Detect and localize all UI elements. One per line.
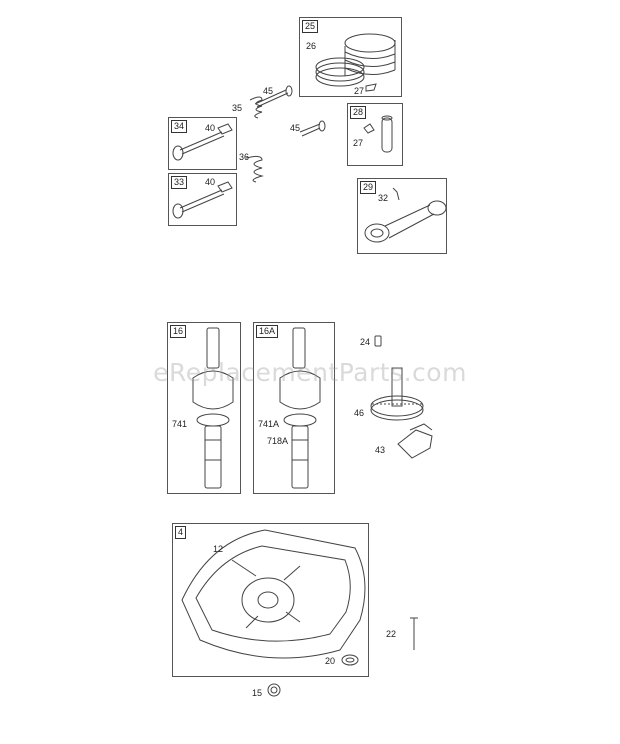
- valve-spring-36: [245, 155, 264, 183]
- piston-pin-drawing: [363, 115, 393, 153]
- group-box-25: 25: [299, 17, 402, 97]
- pin-24-drawing: [374, 335, 382, 347]
- seal-20-drawing: [341, 654, 359, 666]
- crankshaft-16-drawing: [192, 327, 234, 489]
- group-tag-4: 4: [175, 526, 187, 539]
- governor-arm-drawing: [397, 423, 433, 459]
- callout-40-a: 40: [205, 123, 216, 133]
- callout-46: 46: [354, 408, 365, 418]
- callout-15: 15: [252, 688, 263, 698]
- group-box-29: 29: [357, 178, 447, 254]
- callout-718a: 718A: [267, 436, 289, 446]
- group-box-33: 33: [168, 173, 237, 226]
- callout-27-a: 27: [354, 86, 365, 96]
- callout-12: 12: [213, 544, 224, 554]
- group-tag-28: 28: [350, 106, 367, 119]
- piston-pin-clip: [365, 83, 377, 92]
- group-box-16: 16: [167, 322, 241, 494]
- valve-34-drawing: [172, 123, 233, 161]
- callout-36: 36: [239, 152, 250, 162]
- group-tag-34: 34: [171, 120, 188, 133]
- valve-33-drawing: [172, 181, 233, 219]
- callout-26: 26: [306, 41, 317, 51]
- plug-15-drawing: [267, 683, 281, 697]
- callout-741a: 741A: [258, 419, 280, 429]
- callout-20: 20: [325, 656, 336, 666]
- exhaust-valve-drawing: [254, 85, 293, 108]
- governor-gear-drawing: [370, 367, 424, 421]
- group-box-34: 34: [168, 117, 237, 170]
- callout-45-a: 45: [263, 86, 274, 96]
- callout-43: 43: [375, 445, 386, 455]
- callout-45-b: 45: [290, 123, 301, 133]
- callout-741: 741: [172, 419, 188, 429]
- callout-40-b: 40: [205, 177, 216, 187]
- crankshaft-16a-drawing: [279, 327, 321, 489]
- crankcase-cover-drawing: [181, 529, 366, 659]
- piston-rings-drawing: [315, 33, 396, 87]
- group-box-16a: 16A: [253, 322, 335, 494]
- group-tag-29: 29: [360, 181, 377, 194]
- bolt-22-drawing: [410, 617, 418, 650]
- callout-22: 22: [386, 629, 397, 639]
- intake-valve-drawing: [299, 120, 326, 137]
- connecting-rod-drawing: [364, 187, 447, 243]
- group-tag-16: 16: [170, 325, 187, 338]
- group-tag-16a: 16A: [256, 325, 279, 338]
- callout-35: 35: [232, 103, 243, 113]
- valve-spring-35: [249, 96, 263, 119]
- callout-24: 24: [360, 337, 371, 347]
- group-tag-33: 33: [171, 176, 188, 189]
- group-box-28: 28: [347, 103, 403, 166]
- callout-27-b: 27: [353, 138, 364, 148]
- group-box-4: 4: [172, 523, 369, 677]
- group-tag-25: 25: [302, 20, 319, 33]
- callout-32: 32: [378, 193, 389, 203]
